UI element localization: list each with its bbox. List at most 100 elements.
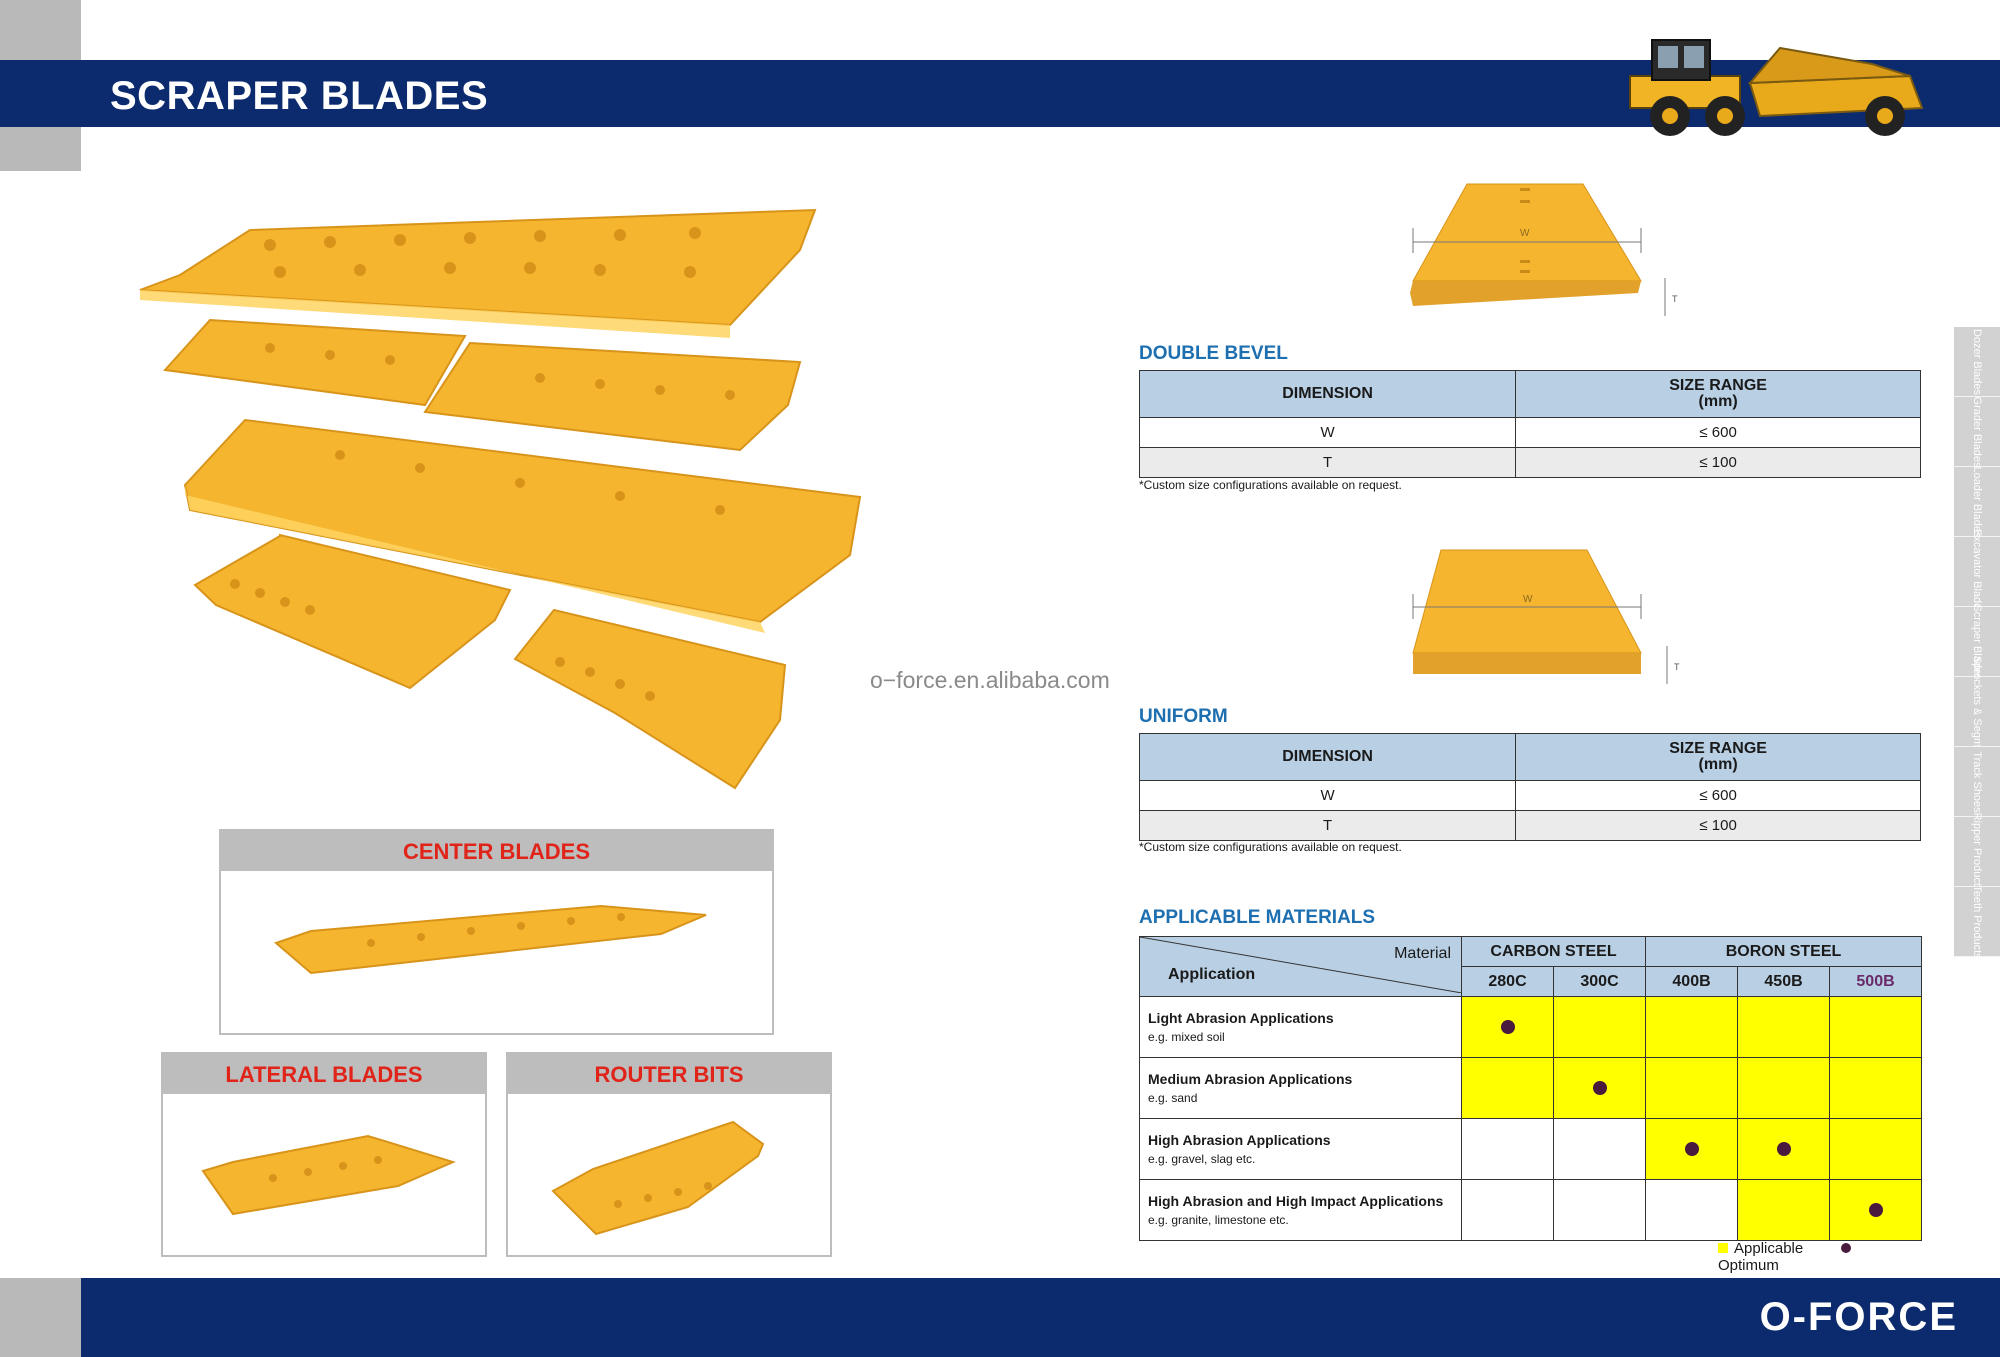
side-tab-item[interactable]: Teeth Products [1954, 884, 2000, 959]
double-bevel-note: *Custom size configurations available on… [1139, 478, 1402, 492]
applicable-cell [1461, 996, 1554, 1058]
diagram-t-label: T [1672, 294, 1678, 304]
corner-application-label: Application [1168, 966, 1256, 983]
applicable-cell [1829, 1179, 1923, 1241]
optimum-dot [1592, 1081, 1607, 1095]
side-tab-item[interactable]: Sprockets & Segments [1954, 656, 2000, 767]
materials-title: APPLICABLE MATERIALS [1139, 907, 1376, 928]
side-tab-item[interactable]: Loader Blades [1954, 466, 2000, 537]
side-tab-label: Grader Blades [1971, 396, 1983, 467]
blades-illustration [139, 208, 862, 790]
side-tab-item[interactable]: Excavator Blades [1954, 529, 2000, 614]
side-tab-label: Teeth Products [1971, 884, 1983, 959]
side-tab-label: Loader Blades [1971, 466, 1983, 537]
dimension-cell: T [1138, 810, 1517, 841]
legend-applicable-swatch [1718, 1243, 1728, 1253]
applicable-cell [1461, 1057, 1554, 1119]
optimum-dot [1684, 1142, 1699, 1156]
diagram-w-label: W [1523, 594, 1533, 605]
table-row: High Abrasion and High Impact Applicatio… [1139, 1179, 1923, 1241]
router-bits-label: ROUTER BITS [508, 1054, 830, 1094]
grade-header: 450B [1737, 966, 1831, 997]
watermark-text: o−force.en.alibaba.com [870, 667, 1110, 693]
application-cell: High Abrasion and High Impact Applicatio… [1139, 1179, 1462, 1241]
dimension-header: DIMENSION [1138, 370, 1517, 418]
size-range-header: SIZE RANGE (mm) [1515, 370, 1921, 418]
footer-logo: O-FORCE [1759, 1295, 1958, 1339]
uniform-table: DIMENSION SIZE RANGE (mm) W ≤ 600 T ≤ 10… [1138, 733, 1921, 841]
size-cell: ≤ 600 [1515, 417, 1921, 448]
dimension-header: DIMENSION [1138, 733, 1517, 781]
application-cell: Medium Abrasion Applications e.g. sand [1139, 1057, 1462, 1119]
size-range-unit: (mm) [1698, 756, 1738, 773]
size-cell: ≤ 100 [1515, 447, 1921, 478]
application-example: e.g. sand [1148, 1091, 1198, 1105]
application-name: Medium Abrasion Applications [1148, 1071, 1353, 1087]
applicable-cell [1552, 996, 1647, 1058]
double-bevel-diagram: W T [1410, 183, 1678, 316]
corner-diagonal [1140, 937, 1462, 993]
dimension-cell: W [1138, 780, 1517, 811]
materials-table: Material Application CARBON STEEL BORON … [1139, 936, 1923, 1241]
lateral-blade-image [201, 1134, 456, 1216]
uniform-title: UNIFORM [1139, 706, 1228, 727]
side-tab-item[interactable]: Track Shoes [1954, 747, 2000, 817]
carbon-steel-header: CARBON STEEL [1460, 936, 1647, 967]
corner-material-label: Material [1394, 945, 1451, 962]
size-range-unit: (mm) [1698, 393, 1738, 410]
optimum-dot [1500, 1020, 1515, 1034]
router-bits-card: ROUTER BITS [506, 1052, 832, 1257]
application-cell: Light Abrasion Applications e.g. mixed so… [1139, 996, 1462, 1058]
empty-cell [1552, 1118, 1647, 1180]
applicable-cell [1737, 1179, 1831, 1241]
application-name: High Abrasion and High Impact Applicatio… [1148, 1193, 1444, 1209]
center-blade-image [274, 904, 707, 975]
size-cell: ≤ 600 [1515, 780, 1921, 811]
page-title: SCRAPER BLADES [110, 74, 489, 118]
table-row: Medium Abrasion Applications e.g. sand [1139, 1057, 1923, 1119]
application-example: e.g. mixed soil [1148, 1030, 1225, 1044]
size-range-header: SIZE RANGE (mm) [1515, 733, 1921, 781]
applicable-cell [1645, 996, 1739, 1058]
dimension-cell: T [1138, 447, 1517, 478]
lateral-blades-card: LATERAL BLADES [161, 1052, 487, 1257]
grade-header: 300C [1552, 966, 1647, 997]
corner-block-bottom [0, 1278, 81, 1357]
applicable-cell [1737, 1118, 1831, 1180]
grade-header: 400B [1645, 966, 1739, 997]
diagram-t-label: T [1674, 662, 1680, 672]
router-bit-image [551, 1120, 765, 1236]
side-tab-item[interactable]: Dozer Blades [1954, 327, 2000, 397]
optimum-dot [1776, 1142, 1791, 1156]
applicable-cell [1645, 1057, 1739, 1119]
side-tab-label: Excavator Blades [1971, 528, 1983, 615]
applicable-cell [1829, 1057, 1923, 1119]
legend-optimum-swatch [1841, 1243, 1852, 1253]
applicable-cell [1737, 996, 1831, 1058]
boron-steel-header: BORON STEEL [1645, 936, 1923, 967]
header-accent [0, 60, 81, 127]
empty-cell [1461, 1118, 1554, 1180]
applicable-cell [1645, 1118, 1739, 1180]
lateral-blades-label: LATERAL BLADES [163, 1054, 485, 1094]
applicable-cell [1829, 1118, 1923, 1180]
optimum-dot [1868, 1203, 1883, 1217]
dimension-cell: W [1138, 417, 1517, 448]
size-range-label: SIZE RANGE [1669, 377, 1767, 394]
legend-applicable-label: Applicable [1734, 1240, 1804, 1257]
application-name: Light Abrasion Applications [1148, 1010, 1334, 1026]
table-row: Light Abrasion Applications e.g. mixed so… [1139, 996, 1923, 1058]
side-tab-item[interactable]: Ripper Products [1954, 812, 2000, 891]
empty-cell [1461, 1179, 1554, 1241]
side-tab-item[interactable]: Scraper Blades [1954, 604, 2000, 679]
side-tab-label: Ripper Products [1971, 812, 1983, 891]
uniform-diagram: W T [1412, 549, 1680, 684]
legend-optimum-label: Optimum [1718, 1257, 1779, 1274]
materials-legend: Applicable Optimum [1718, 1240, 1918, 1274]
applicable-cell [1829, 996, 1923, 1058]
side-tab-item[interactable]: Grader Blades [1954, 396, 2000, 467]
footer-band [81, 1278, 2000, 1357]
uniform-note: *Custom size configurations available on… [1139, 840, 1402, 854]
